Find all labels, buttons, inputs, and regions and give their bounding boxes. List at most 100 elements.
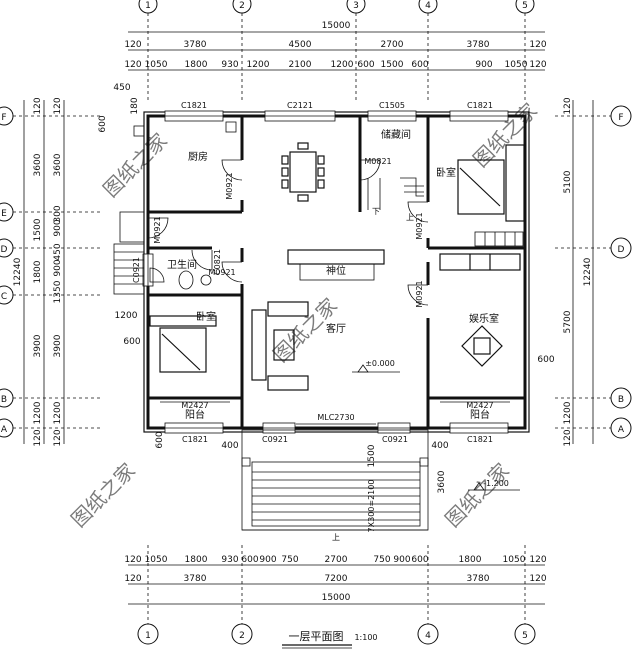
axis-label: 2 [239, 631, 245, 641]
dim-misc: 1500 [367, 444, 377, 467]
opening-code: C1505 [379, 101, 405, 110]
svg-text:1200: 1200 [331, 60, 354, 70]
room-label-shrine: 神位 [326, 264, 346, 277]
watermark-text: 图纸之家 [440, 458, 514, 532]
dim-misc: 400 [221, 441, 238, 451]
svg-text:1200: 1200 [247, 60, 270, 70]
axis-label: F [1, 113, 6, 123]
axis-label: 5 [522, 1, 528, 11]
dim-misc: 1200 [115, 311, 138, 321]
room-label-bedroom-left: 卧室 [196, 310, 216, 323]
dim-misc: 450 [113, 83, 130, 93]
opening-code: C0921 [132, 257, 141, 283]
dim-misc: 600 [123, 337, 140, 347]
kitchen-fixtures-icon [133, 121, 237, 137]
svg-text:930: 930 [221, 60, 238, 70]
watermark-text: 图纸之家 [98, 128, 172, 202]
dim-left-outer-labels: 120 3600 1500 1800 3900 1200 120 [33, 97, 43, 446]
dim-bottom-detail-labels: 120 1050 1800 930 600 900 750 2700 750 9… [124, 555, 546, 565]
svg-text:750: 750 [373, 555, 390, 565]
svg-text:3900: 3900 [33, 334, 43, 357]
opening-code: M2427 [181, 401, 208, 410]
opening-code: C0921 [382, 435, 408, 444]
title-scale: 1:100 [354, 633, 377, 642]
svg-text:600: 600 [98, 115, 108, 132]
axis-label: D [1, 245, 8, 255]
opening-code: M0921 [208, 268, 235, 277]
room-label-balcony-right: 阳台 [470, 408, 490, 421]
svg-text:2700: 2700 [325, 555, 348, 565]
svg-text:3600: 3600 [53, 153, 63, 176]
room-label-entertainment: 娱乐室 [469, 312, 499, 325]
level-mark-floor [352, 364, 400, 373]
shrine-cabinet [299, 263, 375, 281]
svg-text:4500: 4500 [289, 40, 312, 50]
svg-text:120: 120 [33, 429, 43, 446]
dim-misc: 3600 [437, 470, 447, 493]
opening-code: M0921 [415, 280, 424, 307]
opening-code: M0921 [153, 216, 162, 243]
axis-label: E [1, 209, 7, 219]
svg-text:450: 450 [53, 243, 63, 260]
svg-text:1050: 1050 [503, 555, 526, 565]
axis-label: 1 [145, 631, 151, 641]
svg-text:120: 120 [529, 40, 546, 50]
axis-label: A [618, 425, 625, 435]
svg-text:120: 120 [529, 555, 546, 565]
svg-text:120: 120 [563, 429, 573, 446]
bottom-dimension-lines [128, 564, 545, 605]
svg-text:2700: 2700 [381, 40, 404, 50]
svg-text:7200: 7200 [325, 574, 348, 584]
svg-text:600: 600 [357, 60, 374, 70]
room-label-balcony-left: 阳台 [185, 408, 205, 421]
level-mark-outside [468, 482, 520, 491]
bed-right-icon [457, 144, 525, 222]
svg-text:3780: 3780 [467, 574, 490, 584]
svg-text:900: 900 [475, 60, 492, 70]
title-name: 一层平面图 [289, 630, 344, 643]
svg-text:900: 900 [393, 555, 410, 565]
svg-text:900: 900 [53, 219, 63, 236]
svg-text:1050: 1050 [145, 60, 168, 70]
dim-left-total: 12240 [13, 257, 23, 286]
room-label-bedroom-right: 卧室 [436, 166, 456, 179]
svg-text:1350: 1350 [53, 280, 63, 303]
dim-misc: 180 [130, 97, 140, 114]
svg-text:120: 120 [124, 555, 141, 565]
svg-text:120: 120 [53, 97, 63, 114]
svg-text:120: 120 [124, 60, 141, 70]
dim-misc: 400 [431, 441, 448, 451]
room-label-bathroom: 卫生间 [167, 258, 197, 271]
svg-text:3900: 3900 [53, 334, 63, 357]
stairs-storage [367, 177, 424, 210]
svg-text:900: 900 [53, 259, 63, 276]
dim-left-inner-labels: 120 600 3600 300 900 900 450 1350 3900 1… [53, 97, 108, 446]
shrine-table [287, 249, 385, 265]
dim-right-total: 12240 [583, 257, 593, 286]
toilet-icon [178, 270, 212, 290]
svg-text:120: 120 [529, 574, 546, 584]
svg-text:1200: 1200 [33, 401, 43, 424]
axis-label: B [618, 395, 624, 405]
svg-text:3780: 3780 [184, 574, 207, 584]
svg-text:1800: 1800 [33, 260, 43, 283]
svg-text:930: 930 [221, 555, 238, 565]
column-axis-markers-top: 1 2 3 4 5 [138, 0, 535, 14]
axis-label: 4 [425, 1, 431, 11]
stairs-left [113, 211, 165, 295]
stair-label-down: 下 [372, 207, 380, 216]
dim-bottom-mid-labels: 120 3780 7200 3780 120 [124, 574, 546, 584]
svg-text:1200: 1200 [53, 401, 63, 424]
left-dimension-lines [23, 100, 65, 444]
svg-text:750: 750 [281, 555, 298, 565]
opening-code: C1821 [467, 435, 493, 444]
dim-bottom-total: 15000 [322, 593, 351, 603]
room-label-kitchen: 厨房 [188, 150, 208, 163]
sofa-icon [251, 301, 309, 391]
room-label-storage: 储藏间 [381, 128, 411, 141]
room-label-living: 客厅 [326, 322, 346, 335]
sliding-doors [160, 397, 510, 429]
opening-code: M2427 [466, 401, 493, 410]
row-axis-markers-right: F D B A [610, 105, 632, 439]
